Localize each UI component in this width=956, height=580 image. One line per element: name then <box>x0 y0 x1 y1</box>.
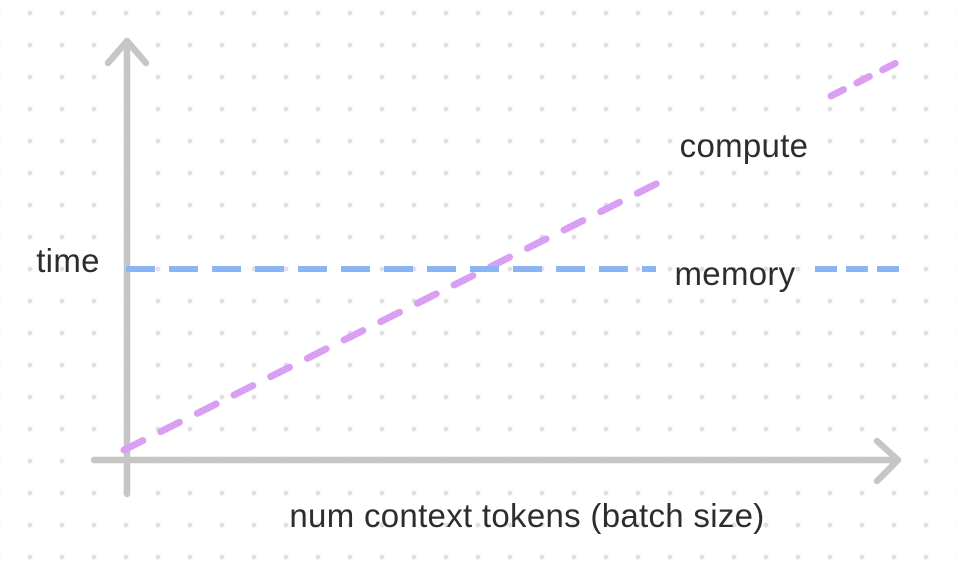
compute-line-segment-1 <box>120 177 666 454</box>
y-axis-label: time <box>36 242 100 279</box>
compute-series-label: compute <box>679 127 809 164</box>
memory-series-label: memory <box>674 255 796 292</box>
compute-line-segment-2 <box>827 59 900 100</box>
x-axis-label: num context tokens (batch size) <box>289 497 765 534</box>
x-axis-arrow-icon <box>873 437 902 485</box>
y-axis-arrow-icon <box>104 37 150 67</box>
